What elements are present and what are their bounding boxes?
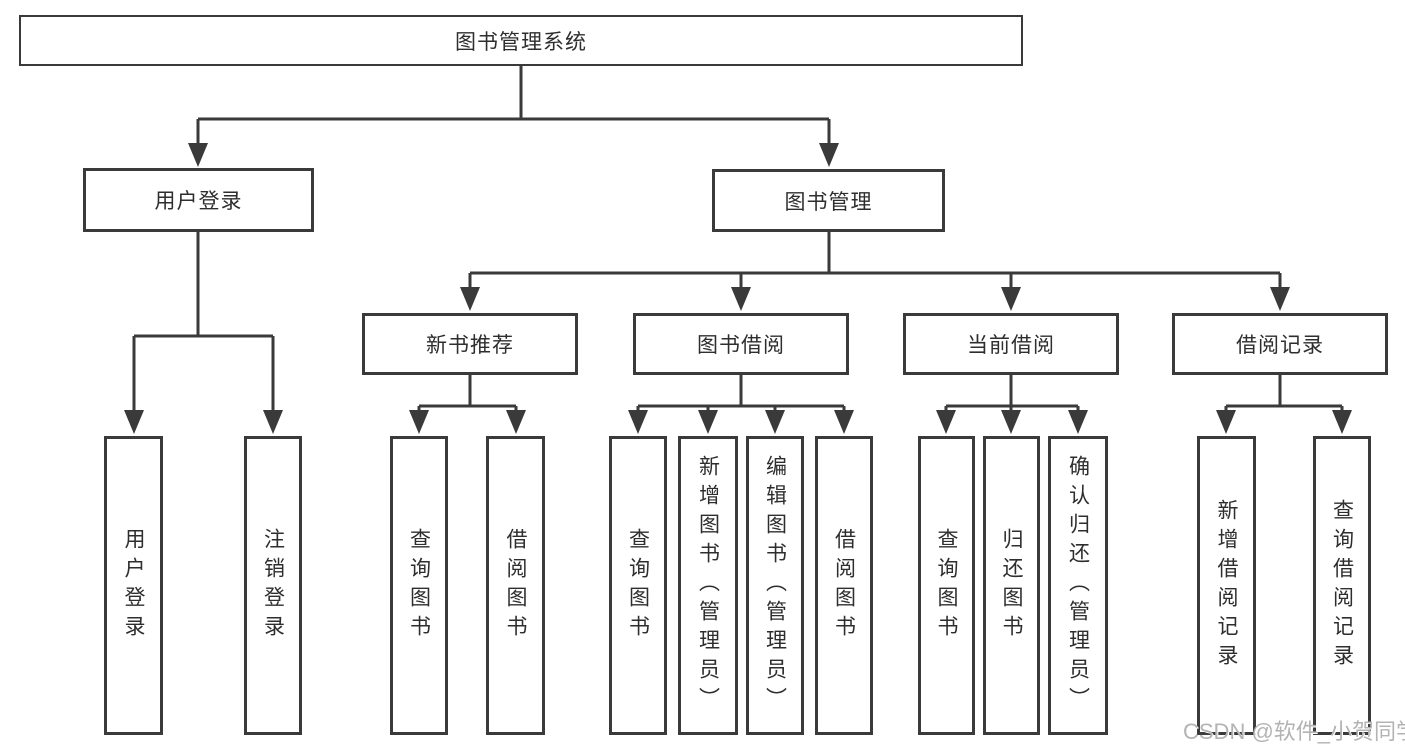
node-new-book-recommend: 新书推荐	[362, 313, 578, 375]
leaf-label: 查询图书	[626, 527, 650, 644]
leaf-edit-book-admin: 编辑图书（管理员）	[746, 436, 804, 735]
connector-root-to-level2	[188, 66, 839, 167]
leaf-query-book-current: 查询图书	[918, 436, 975, 735]
leaf-label: 编辑图书（管理员）	[763, 455, 787, 716]
connector-book-mgmt-to-level3	[460, 232, 1290, 311]
node-borrow-record: 借阅记录	[1172, 313, 1388, 375]
leaf-return-book: 归还图书	[983, 436, 1040, 735]
node-current-borrow: 当前借阅	[903, 313, 1119, 375]
leaf-label: 查询图书	[935, 527, 958, 644]
leaf-label: 新增借阅记录	[1215, 498, 1238, 673]
leaf-query-book-borrow: 查询图书	[609, 436, 667, 735]
leaf-add-borrow-record: 新增借阅记录	[1197, 436, 1256, 735]
connector-new-book-children	[409, 375, 526, 434]
leaf-label: 查询图书	[407, 527, 431, 644]
leaf-label: 借阅图书	[832, 527, 856, 644]
node-book-borrow: 图书借阅	[633, 313, 849, 375]
leaf-label: 查询借阅记录	[1330, 498, 1354, 673]
leaf-label: 确认归还（管理员）	[1066, 455, 1090, 716]
leaf-query-borrow-record: 查询借阅记录	[1313, 436, 1371, 735]
leaf-label: 借阅图书	[504, 527, 527, 644]
leaf-label: 注销登录	[261, 527, 285, 644]
leaf-add-book-admin: 新增图书（管理员）	[678, 436, 738, 735]
connector-current-borrow-children	[936, 375, 1088, 434]
connector-borrow-record-children	[1216, 375, 1352, 434]
leaf-user-login: 用户登录	[104, 436, 163, 735]
leaf-label: 新增图书（管理员）	[696, 455, 720, 716]
node-user-login: 用户登录	[83, 168, 314, 232]
node-book-management: 图书管理	[712, 169, 945, 232]
leaf-query-book-recommend: 查询图书	[390, 436, 448, 735]
connector-book-borrow-children	[628, 375, 854, 434]
leaf-logout: 注销登录	[244, 436, 302, 735]
leaf-borrow-book-recommend: 借阅图书	[486, 436, 545, 735]
leaf-confirm-return-admin: 确认归还（管理员）	[1048, 436, 1108, 735]
leaf-borrow-book: 借阅图书	[815, 436, 873, 735]
leaf-label: 用户登录	[122, 527, 145, 644]
node-root-library-system: 图书管理系统	[19, 15, 1023, 66]
watermark: CSDN @软件_小贺同学	[1183, 719, 1405, 744]
connector-user-login-children	[124, 232, 283, 434]
leaf-label: 归还图书	[1000, 527, 1023, 644]
